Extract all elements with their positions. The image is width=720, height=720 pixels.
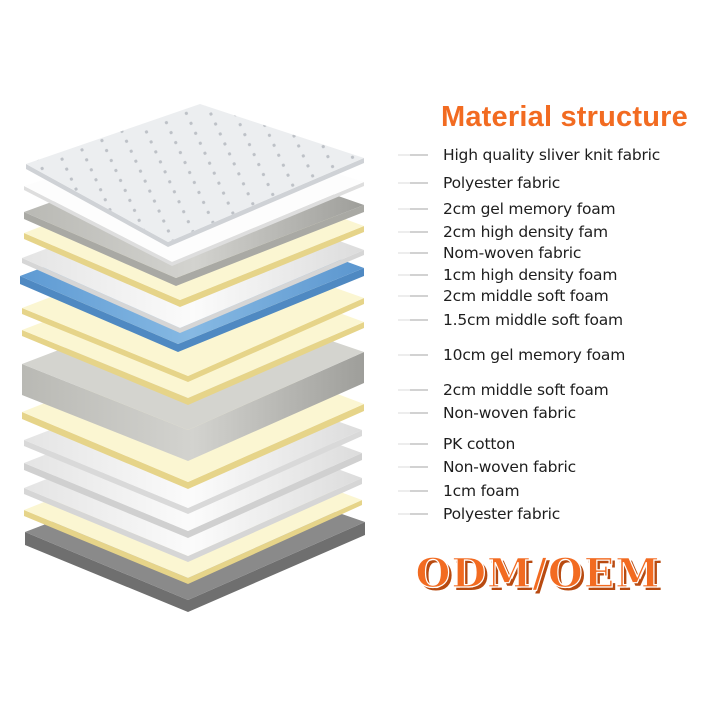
leader-line-icon [398,513,428,515]
leader-line-icon [398,354,428,356]
layer-label-row: 2cm gel memory foam [398,199,616,219]
svg-text:ODM/OEM: ODM/OEM [418,553,663,600]
layer-label-text: 2cm high density fam [443,223,608,241]
layer-label-text: 10cm gel memory foam [443,346,626,364]
leader-line-icon [398,274,428,276]
layer-label-row: 2cm middle soft foam [398,286,609,306]
layer-label-row: 1cm high density foam [398,265,617,285]
leader-line-icon [398,182,428,184]
layer-label-text: Polyester fabric [443,174,561,192]
layer-label-row: 2cm high density fam [398,222,608,242]
layer-label-text: Polyester fabric [443,505,561,523]
layer-label-row: Nom-woven fabric [398,243,581,263]
layer-label-text: 1cm foam [443,482,520,500]
layer-label-row: 2cm middle soft foam [398,380,609,400]
layer-label-text: 2cm middle soft foam [443,287,609,305]
layer-label-text: 1cm high density foam [443,266,618,284]
mattress-layer-stack-illustration [20,104,365,612]
layer-label-row: 10cm gel memory foam [398,345,625,365]
layer-label-row: Non-woven fabric [398,403,576,423]
layer-label-row: Polyester fabric [398,504,560,524]
layer-label-text: 2cm middle soft foam [443,381,609,399]
leader-line-icon [398,154,428,156]
layer-label-text: 1.5cm middle soft foam [443,311,623,329]
leader-line-icon [398,466,428,468]
layer-label-text: Nom-woven fabric [443,244,582,262]
odm-oem-badge: ODM/OEM ODM/OEM [415,549,663,600]
leader-line-icon [398,231,428,233]
layer-label-row: Polyester fabric [398,173,560,193]
leader-line-icon [398,252,428,254]
leader-line-icon [398,295,428,297]
leader-line-icon [398,208,428,210]
layer-label-text: 2cm gel memory foam [443,200,616,218]
layer-label-text: High quality sliver knit fabric [443,146,661,164]
layer-label-row: High quality sliver knit fabric [398,145,660,165]
layer-label-text: Non-woven fabric [443,458,576,476]
leader-line-icon [398,389,428,391]
leader-line-icon [398,319,428,321]
leader-line-icon [398,443,428,445]
leader-line-icon [398,412,428,414]
layer-knit-fabric-quilted-top [26,104,364,247]
leader-line-icon [398,490,428,492]
layer-label-row: PK cotton [398,434,515,454]
layer-label-row: 1.5cm middle soft foam [398,310,623,330]
layer-label-row: Non-woven fabric [398,457,576,477]
layer-label-row: 1cm foam [398,481,520,501]
layer-label-text: PK cotton [443,435,516,453]
layer-label-text: Non-woven fabric [443,404,576,422]
odm-oem-text: ODM/OEM [415,550,660,597]
section-title: Material structure [441,101,688,133]
